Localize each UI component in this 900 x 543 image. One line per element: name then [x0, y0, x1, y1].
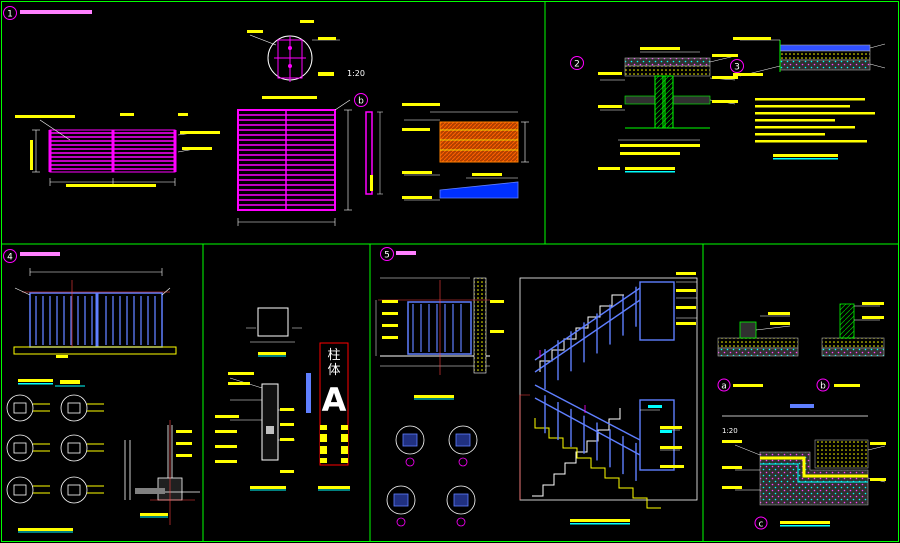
detail-a-section: a [717, 312, 799, 392]
panel-1-railing-elevation-left [15, 113, 220, 187]
handrail-detail-circle [386, 485, 416, 515]
profile-section [67, 442, 81, 454]
column-char-2: 体 [327, 363, 340, 378]
panel-2-wall-section [598, 47, 738, 173]
panel-1-section-detail [402, 103, 529, 201]
detail-marker [458, 457, 468, 467]
handrail-detail-circle [446, 485, 476, 515]
detail-b-section: b [816, 302, 885, 392]
panel-1-grate-panel-b: b [237, 93, 383, 226]
landing-rail-frame [639, 399, 675, 471]
panel-5-stair-section [519, 272, 698, 525]
panel-number-3: 3 [730, 59, 744, 73]
svg-text:2: 2 [574, 60, 580, 70]
detail-marker [396, 517, 406, 527]
panel-4-post-detail [124, 420, 200, 525]
profile-detail-circle [60, 394, 88, 422]
profile-detail-circle [6, 434, 34, 462]
detail-marker [405, 457, 415, 467]
illegible-headings [20, 10, 416, 256]
panel-number-1: 1 [3, 6, 17, 20]
handrail-profile [453, 493, 469, 507]
panel-4-profile-details [6, 394, 104, 533]
panel-number-2: 2 [570, 56, 584, 70]
panel-number-5: 5 [380, 247, 394, 261]
detail-c-ratio: 1:20 [722, 427, 738, 435]
panel-signage-details: 柱 体 A [215, 307, 350, 491]
panel-4-railing-elevation [13, 268, 177, 387]
svg-text:3: 3 [734, 63, 740, 73]
caption-bars [18, 167, 620, 385]
profile-detail-circle [60, 476, 88, 504]
marker-b: b [358, 97, 364, 107]
handrail [534, 287, 641, 361]
profile-section [67, 484, 81, 496]
profile-detail-circle [6, 394, 34, 422]
detail-marker [456, 517, 466, 527]
profile-section [13, 402, 27, 414]
detail-a-marker: a [721, 382, 727, 392]
node-scale: 1:20 [347, 69, 365, 78]
handrail [534, 384, 641, 441]
landing-rail-frame [639, 281, 675, 341]
panel-5-railing-elevation [375, 277, 504, 400]
detail-b-marker: b [820, 382, 826, 392]
column-char-1: 柱 [327, 348, 340, 363]
handrail-profile [402, 433, 418, 447]
panel-number-4: 4 [3, 249, 17, 263]
handrail [534, 299, 641, 373]
detail-c-marker: c [759, 520, 764, 530]
panel-5-handrail-details [386, 425, 478, 527]
svg-text:5: 5 [384, 251, 390, 261]
panel-3-roof-section [733, 37, 886, 160]
svg-text:4: 4 [7, 253, 13, 263]
profile-section [13, 484, 27, 496]
profile-detail-circle [60, 434, 88, 462]
handrail-profile [455, 433, 471, 447]
profile-section [67, 402, 81, 414]
panel-1-node-detail: 1:20 [247, 20, 365, 82]
handrail-detail-circle [395, 425, 425, 455]
handrail-profile [393, 493, 409, 507]
handrail-detail-circle [448, 425, 478, 455]
profile-section [13, 442, 27, 454]
profile-detail-circle [6, 476, 34, 504]
column-letter: A [322, 381, 347, 419]
detail-c-section: 1:20 c [722, 404, 886, 530]
svg-text:1: 1 [7, 10, 13, 20]
